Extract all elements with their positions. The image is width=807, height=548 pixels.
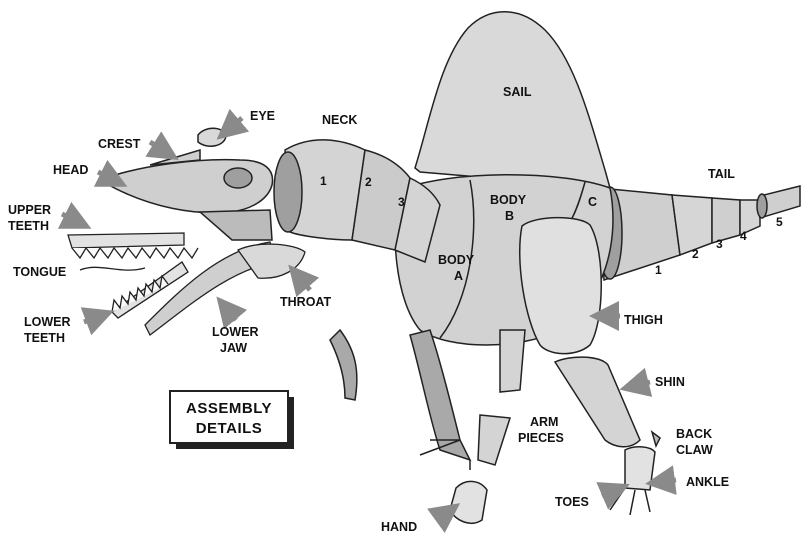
- label-crest: CREST: [98, 137, 141, 151]
- label-body-c: C: [588, 195, 597, 209]
- label-arm-pieces-1: ARM: [530, 415, 558, 429]
- label-lower-teeth-2: TEETH: [24, 331, 65, 345]
- label-arm-pieces-2: PIECES: [518, 431, 564, 445]
- title-line-1: ASSEMBLY: [186, 400, 272, 417]
- part-labels: SAIL NECK EYE CREST HEAD UPPER TEETH TON…: [8, 85, 735, 534]
- neck-number-2: 2: [365, 175, 372, 189]
- body-pieces: [394, 174, 614, 355]
- label-body-a-2: A: [454, 269, 463, 283]
- neck-number-1: 1: [320, 174, 327, 188]
- title-line-2: DETAILS: [196, 420, 263, 437]
- neck-number-3: 3: [398, 195, 405, 209]
- sail-shape: [414, 11, 612, 189]
- label-tail: TAIL: [708, 167, 735, 181]
- label-thigh: THIGH: [624, 313, 663, 327]
- assembly-details-box: ASSEMBLY DETAILS: [169, 390, 294, 449]
- label-head: HEAD: [53, 163, 88, 177]
- label-upper-teeth-2: TEETH: [8, 219, 49, 233]
- label-eye: EYE: [250, 109, 275, 123]
- label-neck: NECK: [322, 113, 357, 127]
- label-back-claw-2: CLAW: [676, 443, 713, 457]
- label-body-a-1: BODY: [438, 253, 475, 267]
- label-sail: SAIL: [503, 85, 532, 99]
- pointer-arrows: [57, 108, 677, 533]
- label-hand: HAND: [381, 520, 417, 534]
- neck-pieces: [273, 139, 441, 264]
- segment-numbers: 1 2 3 1 2 3 4 5: [320, 174, 783, 277]
- label-toes: TOES: [555, 495, 589, 509]
- label-lower-teeth-1: LOWER: [24, 315, 71, 329]
- label-lower-jaw-1: LOWER: [212, 325, 259, 339]
- label-upper-teeth-1: UPPER: [8, 203, 51, 217]
- tail-number-3: 3: [716, 237, 723, 251]
- tail-number-4: 4: [740, 229, 747, 243]
- label-shin: SHIN: [655, 375, 685, 389]
- tail-number-1: 1: [655, 263, 662, 277]
- label-body-b-2: B: [505, 209, 514, 223]
- limb-pieces: [329, 328, 661, 524]
- label-body-b-1: BODY: [490, 193, 527, 207]
- label-throat: THROAT: [280, 295, 332, 309]
- tail-number-2: 2: [692, 247, 699, 261]
- tail-number-5: 5: [776, 215, 783, 229]
- tail-pieces: [597, 185, 801, 282]
- label-tongue: TONGUE: [13, 265, 66, 279]
- label-lower-jaw-2: JAW: [220, 341, 247, 355]
- label-back-claw-1: BACK: [676, 427, 712, 441]
- label-ankle: ANKLE: [686, 475, 729, 489]
- jaw-pieces: [67, 232, 306, 336]
